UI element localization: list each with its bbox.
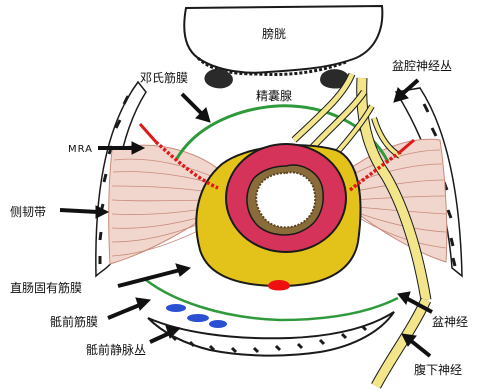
rectal-lumen bbox=[256, 172, 315, 227]
label-lateral-ligament: 侧韧带 bbox=[10, 205, 46, 219]
seminal-vesicle-left bbox=[204, 69, 232, 88]
label-mra: MRA bbox=[68, 144, 93, 155]
label-pelvic-plexus: 盆腔神经丛 bbox=[392, 58, 452, 73]
label-seminal-vesicle: 精囊腺 bbox=[256, 88, 292, 103]
label-presacral-venous-plexus: 骶前静脉丛 bbox=[86, 342, 146, 357]
mesorectal-vessel bbox=[268, 280, 290, 291]
label-mesorectal-fascia: 直肠固有筋膜 bbox=[10, 280, 82, 295]
label-hypogastric-nerve: 腹下神经 bbox=[414, 363, 462, 377]
label-bladder: 膀胱 bbox=[262, 26, 286, 41]
label-pelvic-nerve: 盆神经 bbox=[432, 315, 468, 329]
label-presacral-fascia: 骶前筋膜 bbox=[50, 314, 98, 329]
label-denonvilliers-fascia: 邓氏筋膜 bbox=[140, 70, 188, 85]
presacral-venous-plexus bbox=[166, 304, 227, 328]
